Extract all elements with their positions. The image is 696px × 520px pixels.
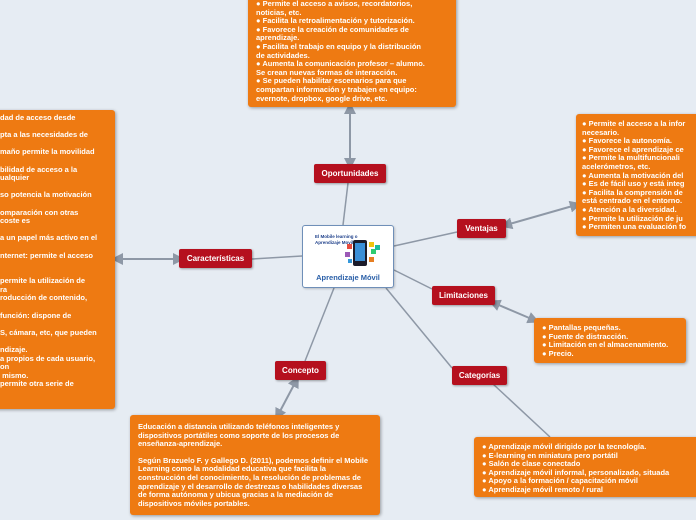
list-item: on bbox=[0, 362, 10, 372]
ventajas-details[interactable]: ● Permite el acceso a la infor necesario… bbox=[576, 114, 696, 236]
list-item: a un papel más activo en el bbox=[0, 233, 98, 243]
limitaciones-details[interactable]: ● Pantallas pequeñas. ● Fuente de distra… bbox=[534, 318, 686, 363]
smartphone-apps-icon bbox=[345, 240, 380, 266]
list-item: ● Pantallas pequeñas. bbox=[542, 323, 621, 332]
list-item: ● Aumenta la motivación del bbox=[582, 170, 684, 180]
list-item: roducción de contenido, bbox=[0, 293, 88, 303]
list-item: ● Limitación en el almacenamiento. bbox=[542, 340, 669, 350]
list-item: mismo. bbox=[0, 370, 29, 380]
list-item: ● Favorece la autonomía. bbox=[582, 136, 672, 146]
list-item: ● Favorece el aprendizaje ce bbox=[582, 144, 684, 154]
link-center-concepto bbox=[304, 287, 335, 362]
list-item: ● E-learning en miniatura pero portátil bbox=[482, 450, 618, 460]
list-item: ualquier bbox=[0, 173, 30, 183]
list-item: ● Facilita el trabajo en equipo y la dis… bbox=[256, 41, 421, 60]
list-item: permite otra serie de bbox=[0, 379, 74, 389]
list-item: ● Permite el acceso a avisos, recordator… bbox=[256, 0, 413, 17]
list-item: ra bbox=[0, 284, 8, 294]
list-item: ● Salón de clase conectado bbox=[482, 459, 581, 469]
list-item: ● Permiten una evaluación fo bbox=[582, 222, 687, 232]
list-item: ● Se pueden habilitar escenarios para qu… bbox=[256, 76, 417, 103]
list-item: permite la utilización de bbox=[0, 276, 86, 286]
list-item: ● Es de fácil uso y está integ bbox=[582, 179, 685, 189]
node-oportunidades[interactable]: Oportunidades bbox=[314, 164, 386, 183]
list-item: a propios de cada usuario, bbox=[0, 353, 96, 363]
list-item: ● Apoyo a la formación / capacitación mó… bbox=[482, 476, 638, 486]
concepto-paragraph-1: Educación a distancia utilizando teléfon… bbox=[138, 422, 340, 449]
link-concepto-box bbox=[275, 375, 299, 421]
list-item: ndizaje. bbox=[0, 345, 28, 355]
list-item: dad de acceso desde bbox=[0, 113, 76, 122]
list-item: pta a las necesidades de bbox=[0, 130, 88, 140]
list-item bbox=[0, 260, 111, 269]
logo-line-2: Aprendizaje Movil bbox=[315, 240, 354, 245]
list-item: ● Permite la multifuncionali bbox=[582, 153, 680, 163]
list-item: necesario. bbox=[582, 127, 620, 137]
list-item: maño permite la movilidad bbox=[0, 147, 95, 157]
list-item: ● Aprendizaje móvil informal, personaliz… bbox=[482, 467, 670, 477]
central-title: Aprendizaje Móvil bbox=[316, 273, 380, 282]
node-caracteristicas[interactable]: Características bbox=[179, 249, 252, 268]
mobile-learning-logo: El Mobile learning o Aprendizaje Movil bbox=[311, 230, 387, 274]
list-item: ● Fuente de distracción. bbox=[542, 331, 629, 341]
list-item: coste es bbox=[0, 216, 31, 226]
list-item: omparación con otras bbox=[0, 207, 79, 217]
link-limitaciones-box bbox=[488, 299, 540, 324]
list-item: ● Favorece la creación de comunidades de… bbox=[256, 24, 409, 43]
categorias-details[interactable]: ● Aprendizaje móvil dirigido por la tecn… bbox=[474, 437, 696, 497]
central-topic[interactable]: El Mobile learning o Aprendizaje Movil A… bbox=[302, 225, 394, 288]
list-item: ● Facilita la retroalimentación y tutori… bbox=[256, 16, 415, 26]
link-center-categorias bbox=[385, 287, 453, 369]
link-center-limitaciones bbox=[393, 269, 433, 290]
list-item: ● Aumenta la comunicación profesor – alu… bbox=[256, 59, 425, 77]
node-ventajas[interactable]: Ventajas bbox=[457, 219, 506, 238]
node-limitaciones[interactable]: Limitaciones bbox=[432, 286, 495, 305]
list-item: S, cámara, etc, que pueden bbox=[0, 327, 97, 337]
list-item: ● Aprendizaje móvil dirigido por la tecn… bbox=[482, 442, 647, 451]
list-item: bilidad de acceso a la bbox=[0, 164, 78, 174]
list-item: ● Precio. bbox=[542, 348, 574, 358]
link-categorias-box bbox=[492, 383, 551, 438]
node-categorias[interactable]: Categorías bbox=[452, 366, 507, 385]
link-center-oportunidades bbox=[342, 182, 349, 226]
link-center-caracteristicas bbox=[251, 255, 303, 260]
list-item: función: dispone de bbox=[0, 310, 72, 320]
list-item: ● Aprendizaje móvil remoto / rural bbox=[482, 484, 603, 494]
concepto-details[interactable]: Educación a distancia utilizando teléfon… bbox=[130, 415, 380, 515]
list-item: so potencia la motivación bbox=[0, 190, 92, 200]
link-ventajas-box bbox=[500, 200, 582, 230]
oportunidades-details[interactable]: ● Permite el acceso a avisos, recordator… bbox=[248, 0, 456, 107]
link-center-ventajas bbox=[393, 231, 458, 247]
list-item: ● Atención a la diversidad. bbox=[582, 204, 677, 214]
list-item: acelerómetros, etc. bbox=[582, 161, 651, 171]
concepto-paragraph-2: Según Brazuelo F. y Gallego D. (2011), p… bbox=[138, 455, 369, 508]
caracteristicas-details[interactable]: dad de acceso desde pta a las necesidade… bbox=[0, 110, 115, 409]
list-item: nternet: permite el acceso bbox=[0, 250, 93, 260]
logo-caption: El Mobile learning o Aprendizaje Movil bbox=[315, 234, 358, 246]
list-item: ● Permite la utilización de ju bbox=[582, 213, 683, 223]
list-item: está centrado en el entorno. bbox=[582, 196, 683, 206]
node-concepto[interactable]: Concepto bbox=[275, 361, 326, 380]
logo-line-1: El Mobile learning o bbox=[315, 234, 358, 239]
list-item: ● Facilita la comprensión de bbox=[582, 187, 683, 197]
list-item: ● Permite el acceso a la infor bbox=[582, 119, 686, 128]
